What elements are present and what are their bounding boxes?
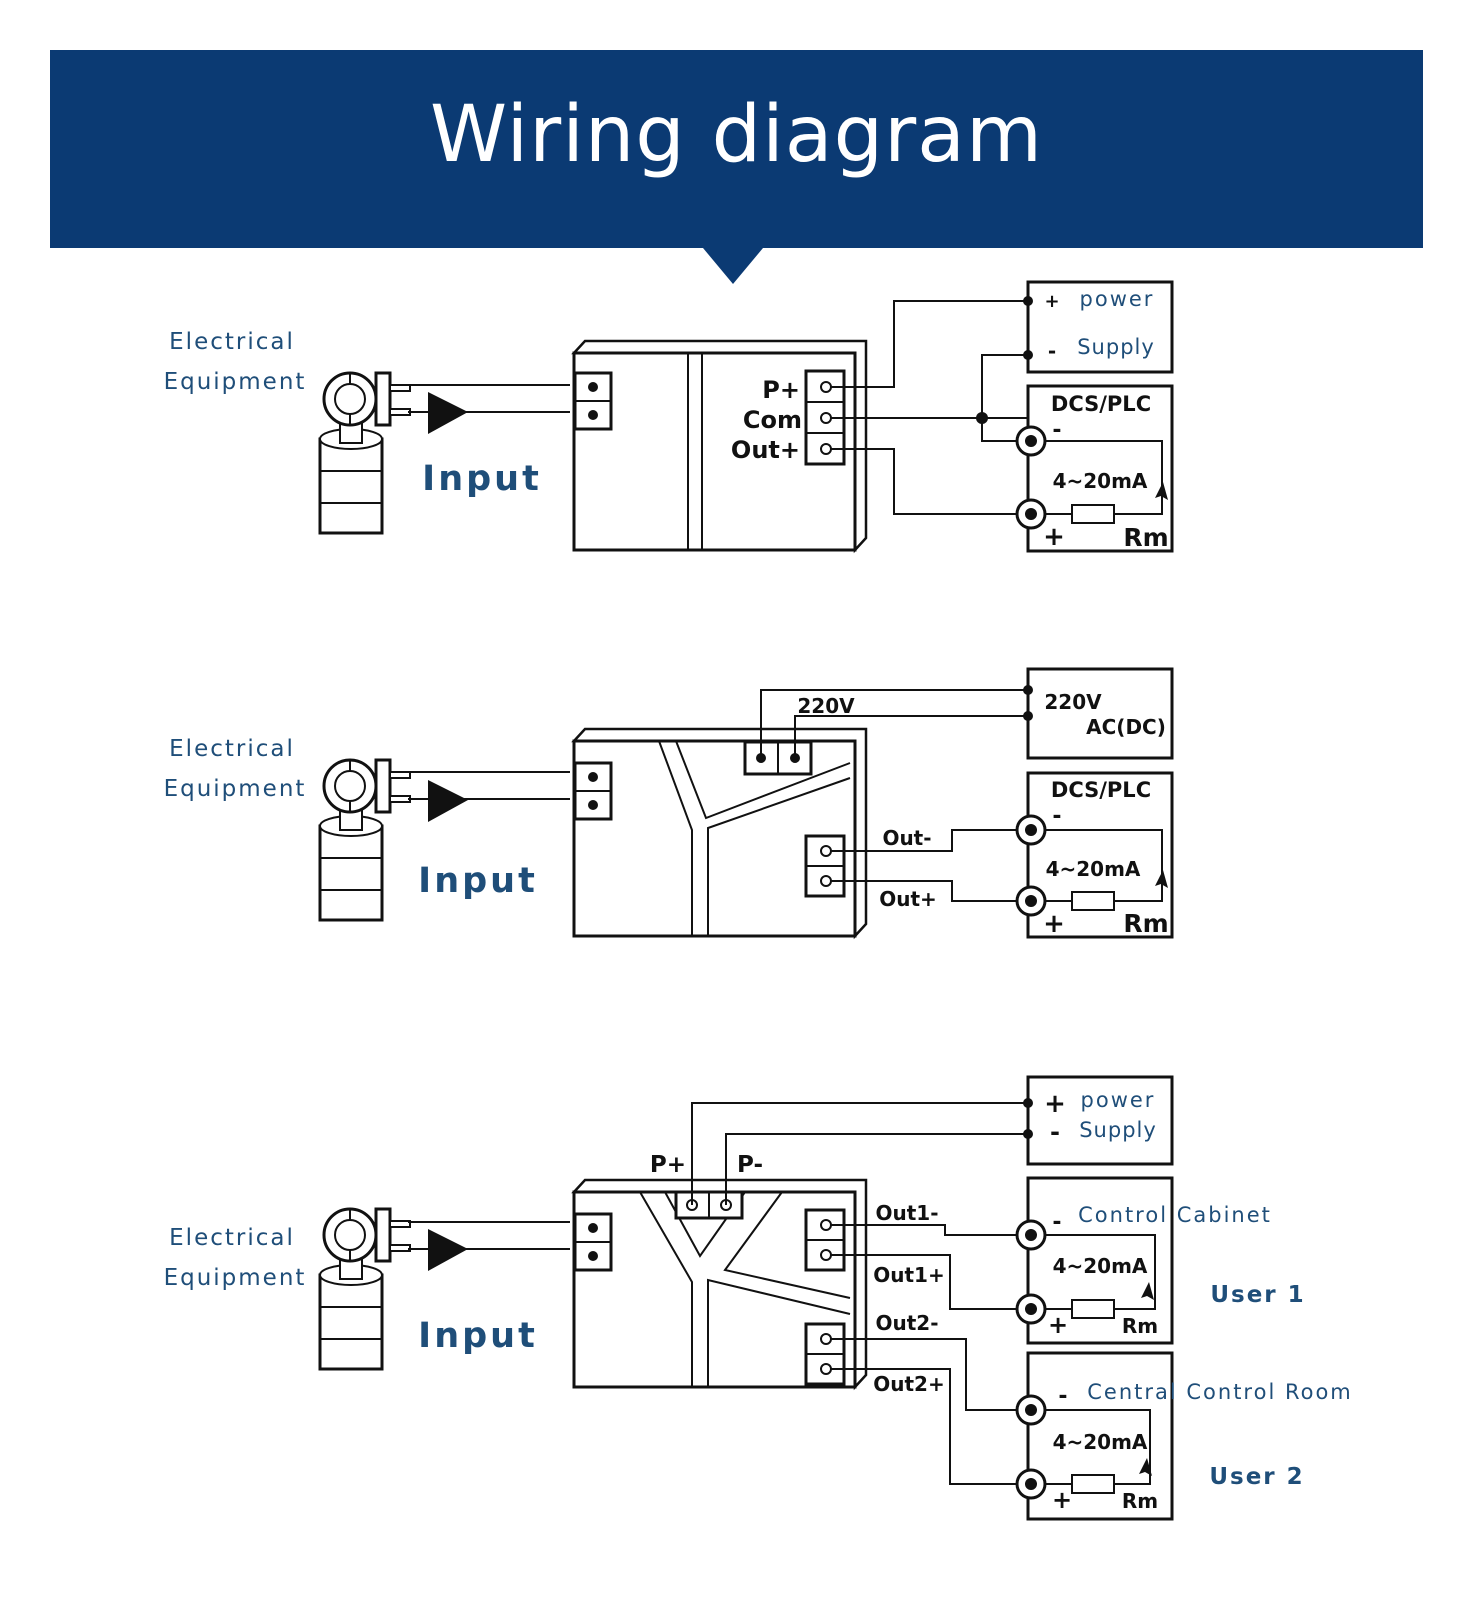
output-label: Out1- <box>875 1201 938 1225</box>
output-label: Out2- <box>875 1311 938 1335</box>
rm-label: Rm <box>1122 1314 1158 1338</box>
room-plus-label: + <box>1052 1486 1072 1514</box>
control-cabinet-label: Control Cabinet <box>1078 1203 1272 1227</box>
control-cabinet-box <box>1015 1176 1174 1345</box>
title-banner <box>50 50 1423 248</box>
input-label: Input <box>418 861 538 901</box>
dcs-plc-box <box>1015 384 1174 553</box>
transmitter-module <box>571 1178 868 1391</box>
room-minus-label: - <box>1058 1384 1067 1409</box>
input-label: Input <box>418 1316 538 1356</box>
signal-arrow-icon <box>428 1229 468 1271</box>
supply-minus-label: - <box>1048 339 1056 363</box>
central-control-room-box <box>1015 1351 1174 1521</box>
terminal-label: Out+ <box>731 436 800 464</box>
power-supply-box <box>1023 667 1174 760</box>
cabinet-minus-label: - <box>1052 1210 1061 1235</box>
current-arrow-icon <box>1155 482 1168 500</box>
supply-minus-label: - <box>1050 1118 1060 1146</box>
equipment-label: Electrical <box>169 736 295 762</box>
user-label: User 1 <box>1210 1282 1305 1308</box>
diagram-1: Electrical Equipment Input P+ Com Out+ <box>164 280 1174 554</box>
supply-label: Supply <box>1079 1118 1157 1142</box>
supply-label: power <box>1081 1088 1156 1112</box>
dcs-minus-label: - <box>1052 418 1061 443</box>
diagram-3: Electrical Equipment Input <box>164 1075 1353 1521</box>
resistor-icon <box>1071 1299 1115 1319</box>
current-label: 4~20mA <box>1053 1430 1148 1454</box>
output-label: Out1+ <box>873 1263 944 1287</box>
supply-plus-label: + <box>1044 1089 1066 1119</box>
dcs-plus-label: + <box>1043 522 1065 552</box>
resistor-icon <box>1071 891 1115 911</box>
dcs-minus-label: - <box>1052 804 1061 829</box>
terminal-label: P+ <box>650 1152 686 1178</box>
terminal-label: P- <box>737 1152 763 1178</box>
current-label: 4~20mA <box>1053 1254 1148 1278</box>
rm-label: Rm <box>1123 909 1168 938</box>
supply-label: Supply <box>1077 335 1155 359</box>
rm-label: Rm <box>1123 523 1168 552</box>
banner-pointer <box>703 248 763 284</box>
power-supply-box <box>1023 280 1174 374</box>
supply-label: AC(DC) <box>1086 715 1166 739</box>
equipment-label: Equipment <box>164 369 307 395</box>
supply-plus-label: + <box>1044 291 1059 312</box>
dcs-plc-label: DCS/PLC <box>1051 392 1151 416</box>
output-label: Out+ <box>879 887 937 911</box>
dcs-plc-box <box>1015 771 1174 939</box>
current-arrow-icon <box>1139 1458 1152 1476</box>
sensor-icon <box>318 1207 412 1371</box>
current-label: 4~20mA <box>1046 857 1141 881</box>
voltage-label: 220V <box>797 694 855 718</box>
signal-arrow-icon <box>428 780 468 822</box>
terminal-label: P+ <box>762 376 800 404</box>
rm-label: Rm <box>1122 1489 1158 1513</box>
input-label: Input <box>422 459 542 499</box>
cabinet-plus-label: + <box>1048 1311 1068 1339</box>
output-label: Out- <box>882 826 931 850</box>
dcs-plc-label: DCS/PLC <box>1051 778 1151 802</box>
current-label: 4~20mA <box>1053 469 1148 493</box>
transmitter-module <box>571 727 868 940</box>
sensor-icon <box>318 758 412 922</box>
supply-label: power <box>1080 287 1155 311</box>
power-supply-box <box>1023 1075 1174 1166</box>
equipment-label: Equipment <box>164 1265 307 1291</box>
current-arrow-icon <box>1155 870 1168 888</box>
equipment-label: Electrical <box>169 1225 295 1251</box>
diagram-2: Electrical Equipment Input 220V <box>164 667 1174 940</box>
transmitter-module <box>571 339 868 554</box>
output-label: Out2+ <box>873 1372 944 1396</box>
terminal-label: Com <box>743 406 802 434</box>
equipment-label: Electrical <box>169 329 295 355</box>
dcs-plus-label: + <box>1043 909 1065 939</box>
resistor-icon <box>1071 504 1115 524</box>
sensor-icon <box>318 371 412 535</box>
equipment-label: Equipment <box>164 776 307 802</box>
current-arrow-icon <box>1141 1282 1154 1300</box>
signal-arrow-icon <box>428 392 468 434</box>
resistor-icon <box>1071 1474 1115 1494</box>
user-label: User 2 <box>1209 1464 1304 1490</box>
supply-label: 220V <box>1044 690 1102 714</box>
central-control-room-label: Central Control Room <box>1087 1380 1353 1404</box>
page-title: Wiring diagram <box>430 90 1043 180</box>
